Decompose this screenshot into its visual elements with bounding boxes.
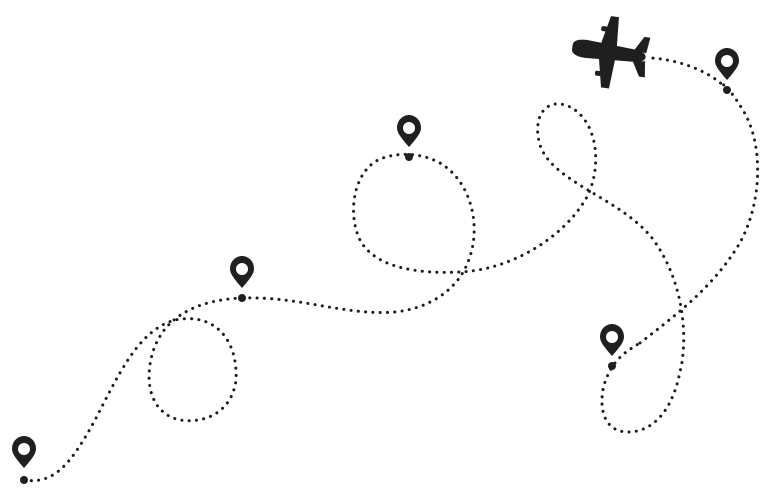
map-pin-icon [600, 324, 624, 370]
map-pin-icon [12, 436, 36, 484]
airplane-icon [572, 16, 651, 89]
dotted-route-path-right [638, 56, 760, 345]
map-pin-icon [397, 115, 421, 161]
map-pin-icon [715, 48, 739, 94]
map-pin-icon [230, 256, 254, 302]
dotted-route-path-left [22, 102, 686, 483]
